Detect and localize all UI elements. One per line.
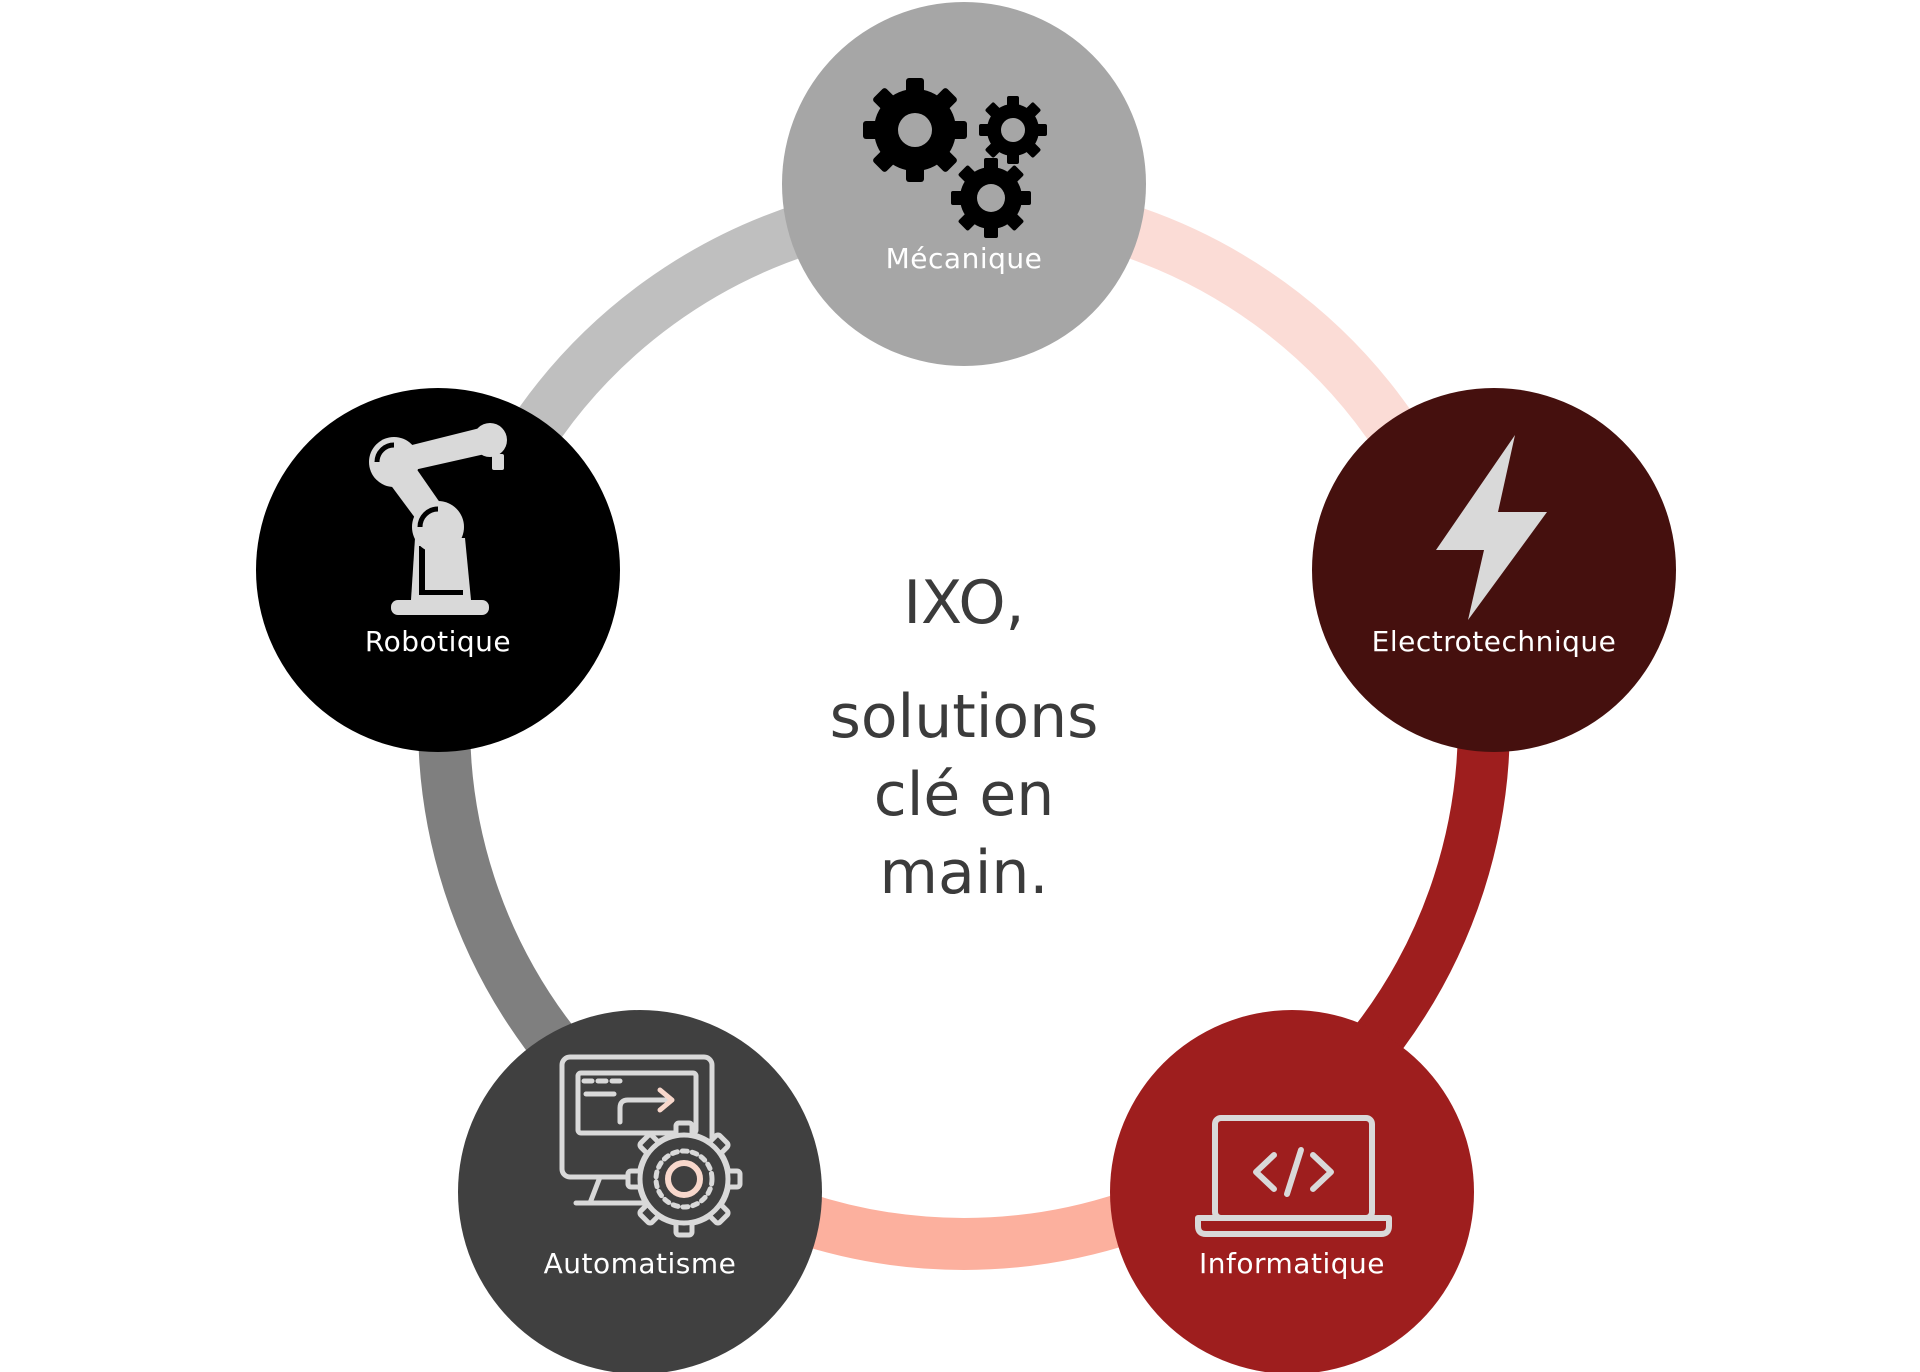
node-mecanique: Mécanique — [782, 2, 1146, 366]
gears-icon — [863, 78, 1047, 238]
node-automatisme: Automatisme — [458, 1010, 822, 1372]
node-robotique-label: Robotique — [365, 625, 511, 658]
node-robotique: Robotique — [256, 388, 620, 752]
node-electrotechnique: Electrotechnique — [1312, 388, 1676, 752]
node-electrotechnique-label: Electrotechnique — [1372, 625, 1617, 658]
laptop-code-icon — [1195, 1115, 1392, 1237]
center-line-1: solutions — [830, 682, 1099, 752]
node-informatique-label: Informatique — [1199, 1247, 1385, 1280]
center-line-2: clé en — [874, 760, 1055, 830]
node-informatique-circle — [1110, 1010, 1474, 1372]
center-caption: IXO, solutions clé en main. — [830, 568, 1099, 908]
node-informatique: Informatique — [1110, 1010, 1474, 1372]
monitor-gear-icon — [559, 1054, 743, 1238]
center-title: IXO, — [903, 568, 1024, 638]
lightning-icon — [1436, 435, 1547, 620]
robot-arm-icon — [369, 423, 507, 615]
center-line-3: main. — [880, 838, 1049, 908]
node-mecanique-label: Mécanique — [886, 242, 1043, 275]
node-automatisme-label: Automatisme — [544, 1247, 737, 1280]
